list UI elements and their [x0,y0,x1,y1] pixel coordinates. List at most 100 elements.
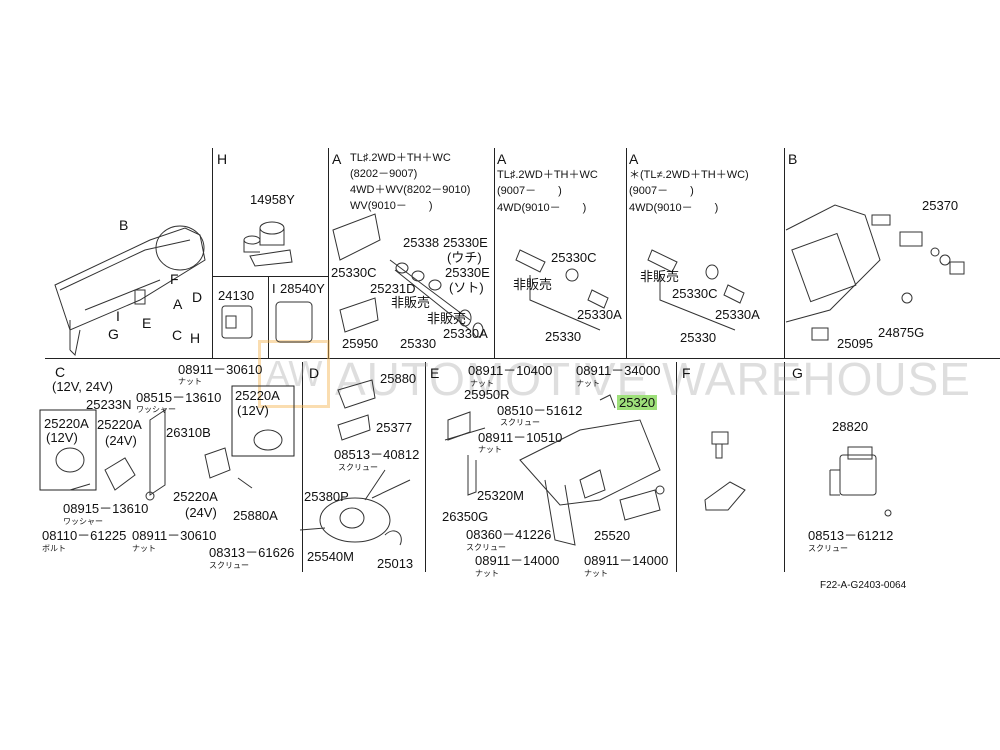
part-25095[interactable]: 25095 [837,336,874,351]
part-25950r[interactable]: 25950R [464,387,510,402]
part-08911-14000-right[interactable]: 08911－14000 [584,553,669,568]
callout-c: C [172,327,183,343]
part-25950[interactable]: 25950 [342,336,379,351]
connector-24130-drawing [221,305,253,339]
diagram-reference-code: F22-A-G2403-0064 [820,580,907,591]
switch-25330-drawing [332,213,484,338]
part-28820[interactable]: 28820 [832,419,869,434]
part-25220a-12v-right[interactable]: 25220A [235,388,280,403]
part-24875g[interactable]: 24875G [878,325,925,340]
a2-note-3: 4WD(9010－ ) [497,202,587,214]
part-14958y[interactable]: 14958Y [250,192,295,207]
a1-not-for-sale-1: 非販売 [391,295,431,310]
part-a2-25330c[interactable]: 25330C [551,250,597,265]
callout-e: E [142,315,152,331]
part-08513-61212[interactable]: 08513－61212 [808,528,894,543]
part-08510-51612-desc: スクリュー [500,418,540,427]
part-25520[interactable]: 25520 [594,528,631,543]
part-08915-13610[interactable]: 08915－13610 [63,501,149,516]
part-25370[interactable]: 25370 [922,198,959,213]
a2-note-1: TL♯.2WD＋TH＋WC [497,169,598,181]
divider-g [784,362,785,572]
part-08911-10510[interactable]: 08911－10510 [478,430,563,445]
part-25220a-12v-left[interactable]: 25220A [44,416,89,431]
part-25380p[interactable]: 25380P [304,489,349,504]
part-08513-40812[interactable]: 08513－40812 [334,447,420,462]
part-25330e-outer-note: (ソト) [449,280,484,295]
divider-a3 [626,148,627,358]
callout-b: B [119,217,129,233]
part-25330e-inner-note: (ウチ) [447,250,482,265]
part-24130[interactable]: 24130 [218,288,255,303]
part-08510-51612[interactable]: 08510－51612 [497,403,583,418]
part-08513-40812-desc: スクリュー [338,463,378,472]
part-25013[interactable]: 25013 [377,556,414,571]
part-a3-25330c[interactable]: 25330C [672,286,718,301]
divider-d [302,362,303,572]
part-25540m[interactable]: 25540M [307,549,354,564]
panel-c-letter: C [55,364,66,380]
part-25220a-24v-left-desc: (24V) [105,433,137,448]
part-08515-13610[interactable]: 08515－13610 [136,390,222,405]
a1-note-2: (8202－9007) [350,168,418,180]
a3-not-for-sale: 非販売 [640,269,680,284]
part-08360-41226[interactable]: 08360－41226 [466,527,552,542]
part-a3-25330[interactable]: 25330 [680,330,717,345]
part-25330e-outer[interactable]: 25330E [445,265,490,280]
stoplight-switch-drawing [704,431,746,511]
part-25330a[interactable]: 25330A [443,326,488,341]
part-08911-30610-bottom[interactable]: 08911－30610 [132,528,217,543]
panel-b-letter: B [788,151,798,167]
a3-note-3: 4WD(9010－ ) [629,202,719,214]
part-25330c[interactable]: 25330C [331,265,377,280]
part-25330[interactable]: 25330 [400,336,437,351]
part-08313-61626[interactable]: 08313－61626 [209,545,295,560]
part-25320m[interactable]: 25320M [477,488,524,503]
divider-hi [212,276,328,277]
a1-not-for-sale-2: 非販売 [427,311,467,326]
part-08911-30610-top-desc: ナット [178,377,202,386]
part-25231d[interactable]: 25231D [370,281,416,296]
divider-a2 [494,148,495,358]
part-25320-highlighted[interactable]: 25320 [617,395,658,410]
part-25880[interactable]: 25880 [380,371,417,386]
part-08911-14000-left-desc: ナット [475,569,499,578]
a1-note-4: WV(9010－ ) [350,200,433,212]
horn-relay-drawing [39,385,295,501]
part-a3-25330a[interactable]: 25330A [715,307,760,322]
part-25220a-24v-right[interactable]: 25220A [173,489,218,504]
a1-note-3: 4WD＋WV(8202－9010) [350,184,471,196]
callout-g: G [108,326,119,342]
part-08911-10400[interactable]: 08911－10400 [468,363,553,378]
divider-i [268,276,269,358]
part-08911-10510-desc: ナット [478,445,502,454]
panel-d-letter: D [309,365,320,381]
part-25377[interactable]: 25377 [376,420,413,435]
part-25220a-24v-left[interactable]: 25220A [97,417,142,432]
part-a2-25330a[interactable]: 25330A [577,307,622,322]
part-08911-14000-left[interactable]: 08911－14000 [475,553,560,568]
part-25330e-inner[interactable]: 25330E [443,235,488,250]
part-08911-34000-desc: ナット [576,379,600,388]
part-08911-34000[interactable]: 08911－34000 [576,363,661,378]
divider-a1 [328,148,329,358]
pedal-assembly-drawing [444,394,665,546]
panel-a1-letter: A [332,151,342,167]
panel-e-letter: E [430,365,440,381]
a2-not-for-sale: 非販売 [513,277,553,292]
part-25338[interactable]: 25338 [403,235,440,250]
part-a2-25330[interactable]: 25330 [545,329,582,344]
panel-f-letter: F [682,365,691,381]
part-26310b[interactable]: 26310B [166,425,211,440]
part-08515-13610-desc: ワッシャー [136,405,176,414]
part-28540y[interactable]: 28540Y [280,281,325,296]
part-25233n[interactable]: 25233N [86,397,132,412]
a3-note-2: (9007－ ) [629,185,694,197]
part-08911-30610-top[interactable]: 08911－30610 [178,362,263,377]
part-08110-61225[interactable]: 08110－61225 [42,528,127,543]
callout-d: D [192,289,203,305]
part-25880a[interactable]: 25880A [233,508,278,523]
panel-a3-letter: A [629,151,639,167]
part-26350g[interactable]: 26350G [442,509,489,524]
